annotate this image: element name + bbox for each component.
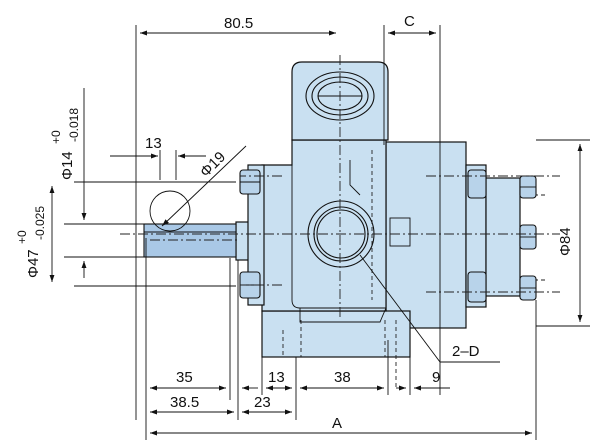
dim-80-5: 80.5 [224,15,253,32]
dim-38-5: 38.5 [170,394,199,411]
dim-c: C [404,13,415,30]
rear-housing [385,141,467,329]
dim-35: 35 [176,369,193,386]
dim-phi47-tol-lower: -0.025 [33,206,47,240]
dim-38: 38 [334,369,351,386]
dim-13-top: 13 [145,135,162,152]
centerlines [120,55,560,320]
extension-lines [64,25,590,440]
dim-13-bottom: 13 [268,369,285,386]
pump-body [235,61,521,358]
dim-phi84: Φ84 [557,227,574,256]
dim-phi14-tol-upper: +0 [49,130,63,144]
dimension-lines [49,30,583,436]
dim-phi47: Φ47 [25,249,42,278]
right-bolts [467,169,537,303]
dim-phi47-tol-upper: +0 [15,230,29,244]
dim-phi14: Φ14 [59,151,76,180]
drive-shaft [143,223,237,258]
dim-23: 23 [254,394,271,411]
dim-phi19: Φ19 [197,149,229,181]
dim-a: A [332,415,342,432]
front-flange [247,164,265,306]
dimension-labels: 80.5 C 13 Φ19 Φ84 Φ14 +0 -0.018 Φ47 +0 -… [15,13,574,432]
dim-phi14-tol-lower: -0.018 [67,108,81,142]
dim-9: 9 [432,369,440,386]
dim-2-d: 2–D [452,343,480,360]
internal-lines [282,150,545,390]
flange-plate [485,177,521,297]
